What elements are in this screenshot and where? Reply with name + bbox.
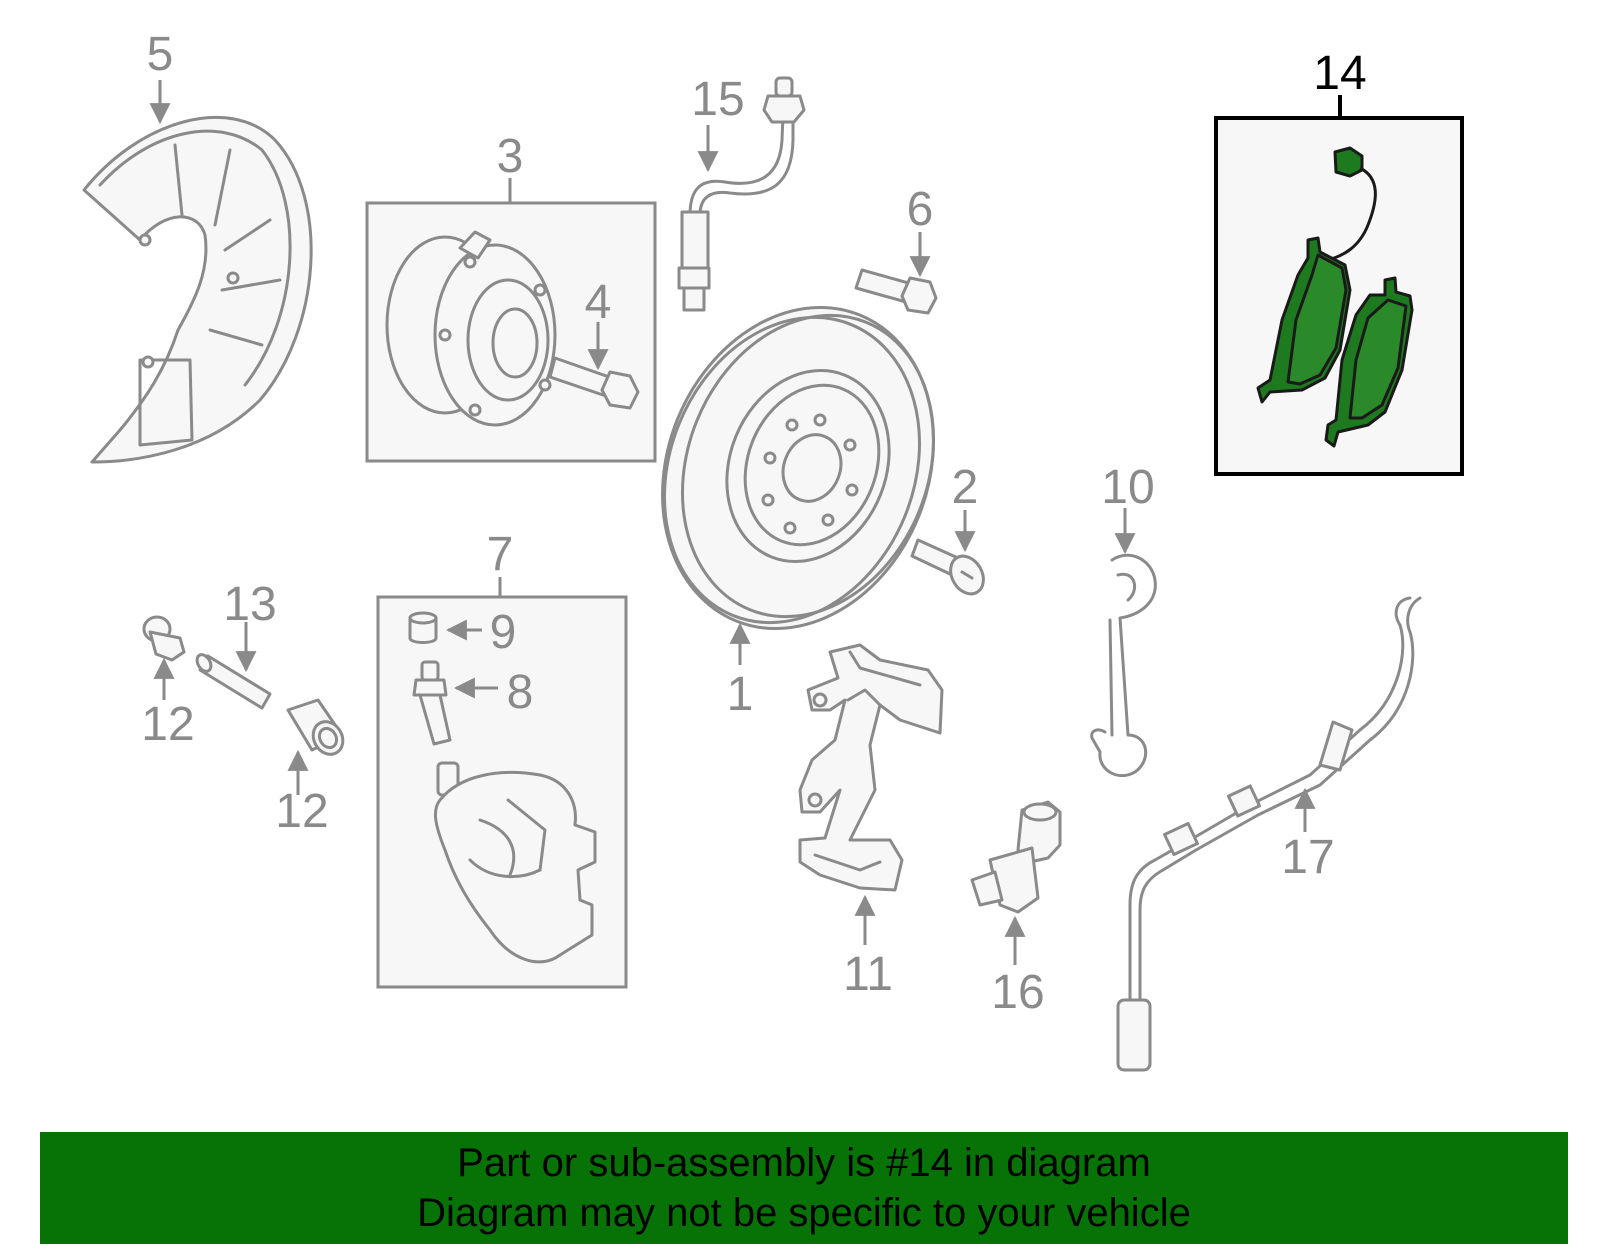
part-15-brake-hose[interactable]	[677, 76, 806, 312]
part-1-brake-rotor[interactable]	[616, 266, 981, 669]
callout-5: 5	[147, 28, 174, 81]
part-5-splash-shield[interactable]	[82, 116, 313, 464]
callout-17: 17	[1281, 831, 1334, 884]
callout-15: 15	[691, 73, 744, 126]
callout-12b: 12	[275, 785, 328, 838]
callout-16: 16	[991, 966, 1044, 1019]
banner-line-2: Diagram may not be specific to your vehi…	[417, 1191, 1191, 1235]
callout-6: 6	[907, 183, 934, 236]
part-17-sensor-wire[interactable]	[1116, 596, 1422, 1072]
part-14-brake-pad-set[interactable]	[1256, 146, 1414, 448]
part-13-guide-pin[interactable]	[194, 652, 272, 710]
callout-9: 9	[490, 606, 517, 659]
callout-12a: 12	[141, 698, 194, 751]
callout-1: 1	[727, 668, 754, 721]
info-banner: Part or sub-assembly is #14 in diagram D…	[40, 1132, 1568, 1244]
callout-13: 13	[223, 578, 276, 631]
part-2-rotor-screw[interactable]	[910, 538, 990, 600]
part-12-guide-bushing[interactable]	[286, 698, 349, 760]
part-6-bolt[interactable]	[854, 268, 938, 315]
banner-line-1: Part or sub-assembly is #14 in diagram	[457, 1141, 1151, 1185]
part-9-cap[interactable]	[408, 611, 438, 644]
part-4-hub-bolt[interactable]	[548, 356, 640, 410]
part-8-bleeder-screw[interactable]	[412, 660, 452, 746]
callout-8: 8	[507, 666, 534, 719]
part-12-dust-cap-top[interactable]	[142, 615, 186, 662]
part-10-anti-rattle-spring[interactable]	[1090, 553, 1157, 778]
part-11-caliper-carrier[interactable]	[798, 643, 944, 892]
callout-11: 11	[843, 948, 893, 1001]
callout-3: 3	[497, 130, 524, 183]
part-7-caliper[interactable]	[433, 761, 597, 964]
callout-14: 14	[1313, 47, 1366, 100]
callout-10: 10	[1101, 461, 1154, 514]
callout-2: 2	[952, 461, 979, 514]
part-16-speed-sensor[interactable]	[970, 800, 1062, 914]
part-3-wheel-hub[interactable]	[385, 230, 557, 427]
callout-7: 7	[487, 528, 514, 581]
callout-4: 4	[585, 276, 612, 329]
